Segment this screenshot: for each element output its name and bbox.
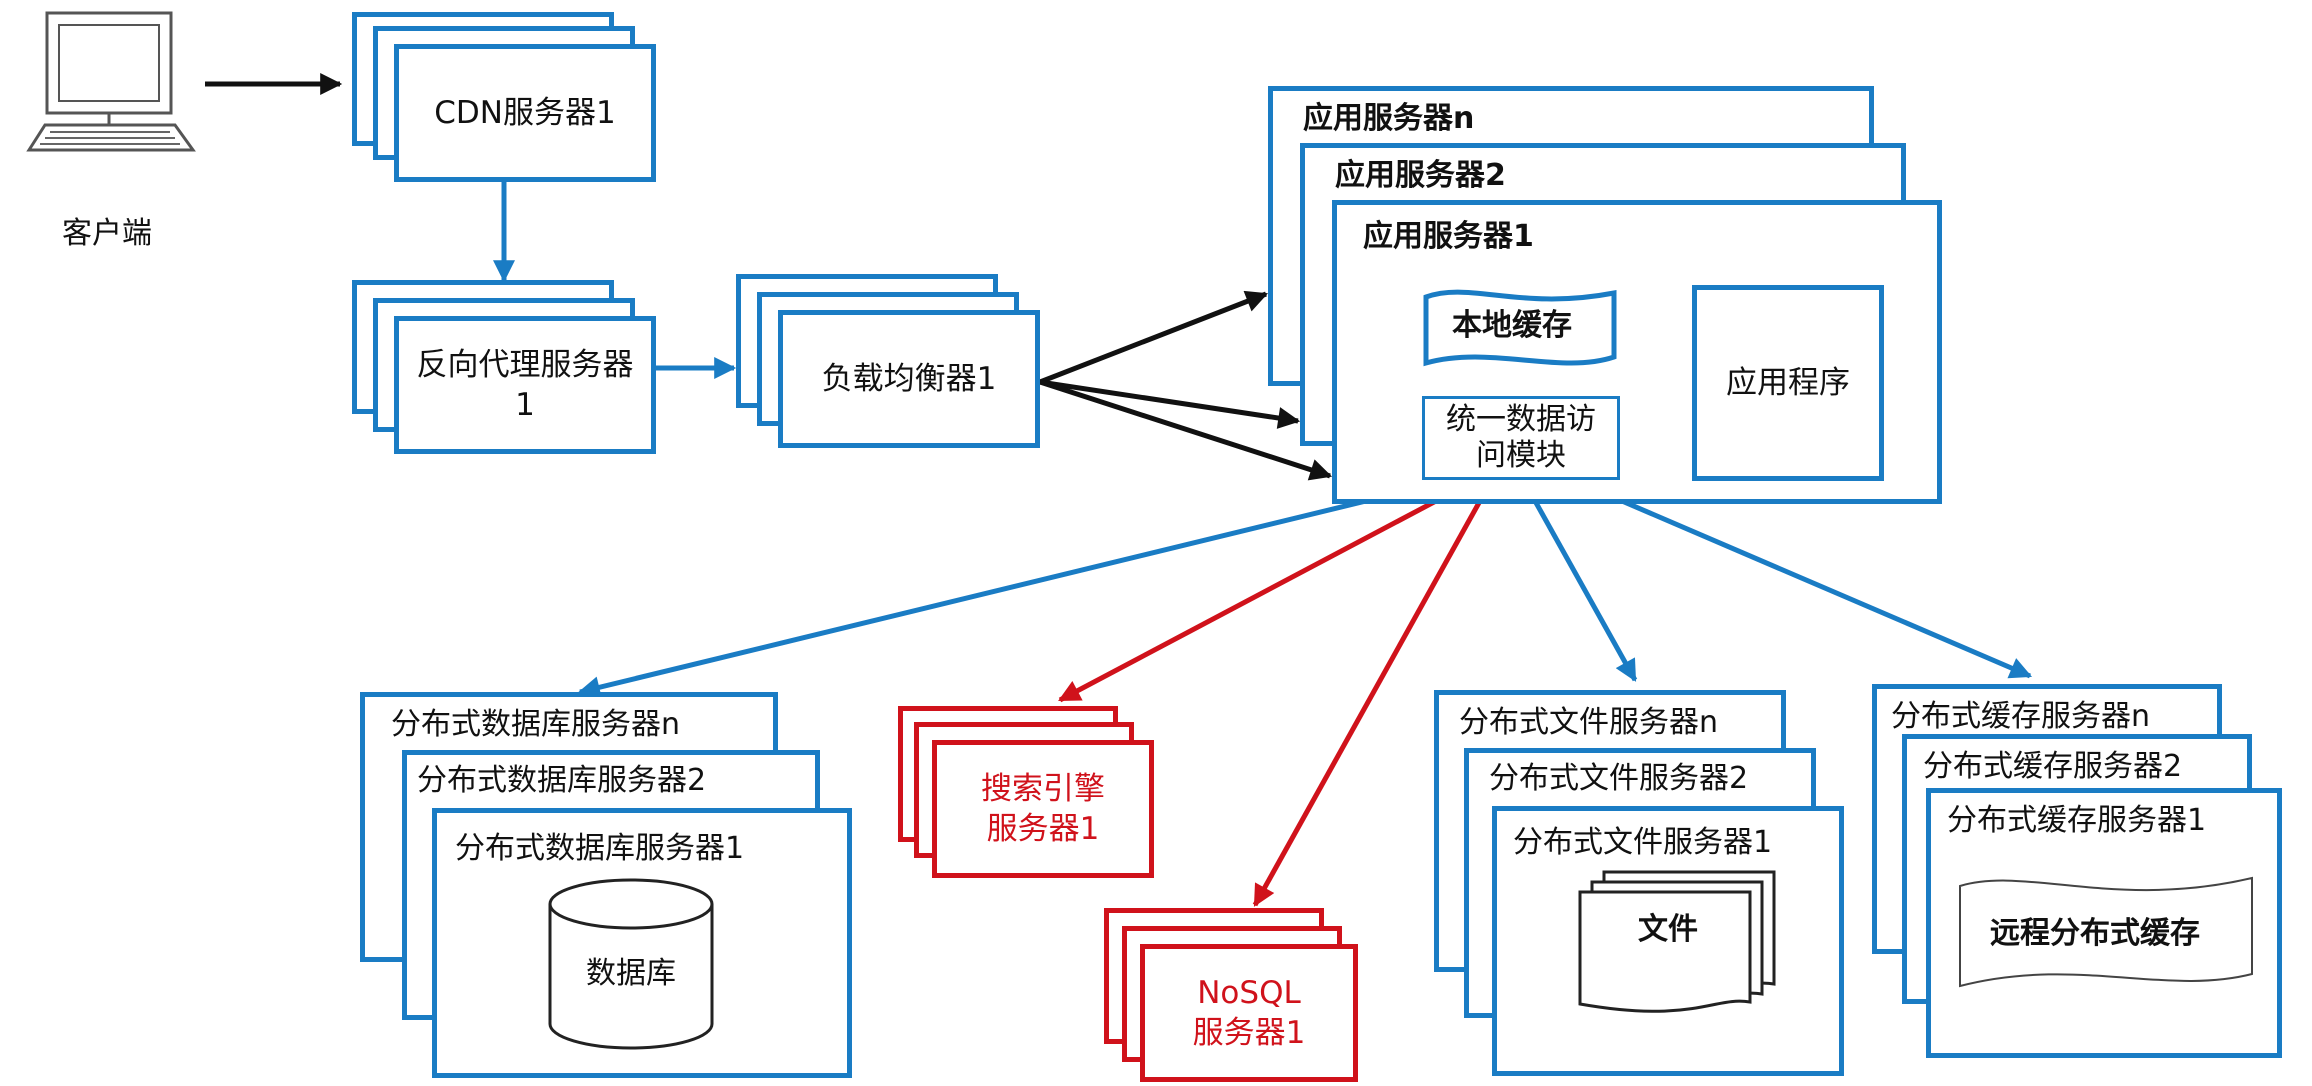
remote-cache-shape (1959, 876, 2253, 988)
arrow-lb-to-app-n (1039, 290, 1269, 385)
nosql-label-line1: NoSQL (1197, 975, 1301, 1011)
app-program-label: 应用程序 (1726, 365, 1850, 401)
lb-front: 负载均衡器1 (778, 310, 1040, 448)
local-cache-shape (1423, 289, 1617, 367)
multi-document-icon (1578, 870, 1776, 1013)
database-cylinder-icon (548, 878, 714, 1050)
remote-cache-label: 远程分布式缓存 (1990, 916, 2200, 951)
file-server-2-title: 分布式文件服务器2 (1489, 761, 1749, 796)
lb-label: 负载均衡器1 (821, 361, 997, 397)
arrow-lb-to-app-2 (1039, 379, 1301, 429)
cdn-server-front: CDN服务器1 (394, 44, 656, 182)
app-server-n-title: 应用服务器n (1303, 101, 1475, 136)
cache-server-2-title: 分布式缓存服务器2 (1923, 749, 2183, 784)
cache-server-1-title: 分布式缓存服务器1 (1947, 803, 2207, 838)
file-server-1-title: 分布式文件服务器1 (1513, 825, 1773, 860)
db-server-n-title: 分布式数据库服务器n (391, 707, 681, 742)
arrow-lb-to-app-1 (1039, 379, 1333, 481)
search-server-front: 搜索引擎 服务器1 (932, 740, 1154, 878)
db-server-1-title: 分布式数据库服务器1 (455, 831, 745, 866)
proxy-label-line2: 1 (515, 387, 535, 423)
database-label: 数据库 (586, 956, 676, 991)
data-access-line2: 问模块 (1476, 438, 1566, 473)
local-cache-label: 本地缓存 (1452, 308, 1572, 343)
arrow-to-nosql (1252, 481, 1493, 907)
app-server-1-title: 应用服务器1 (1363, 219, 1534, 254)
proxy-server-front: 反向代理服务器 1 (394, 316, 656, 454)
arrow-to-file-servers (1522, 481, 1638, 682)
nosql-label-line2: 服务器1 (1192, 1015, 1306, 1051)
app-program-box: 应用程序 (1692, 285, 1884, 481)
data-access-module: 统一数据访 问模块 (1422, 396, 1620, 480)
proxy-label-line1: 反向代理服务器 (416, 347, 634, 383)
arrow-to-search (1058, 480, 1472, 703)
arrow-to-cache-servers (1579, 480, 2033, 679)
app-server-2-title: 应用服务器2 (1335, 158, 1506, 193)
file-server-n-title: 分布式文件服务器n (1459, 705, 1719, 740)
nosql-server-front: NoSQL 服务器1 (1140, 944, 1358, 1082)
client-computer-icon (26, 11, 196, 152)
db-server-2-title: 分布式数据库服务器2 (417, 763, 707, 798)
data-access-line1: 统一数据访 (1446, 402, 1596, 437)
arrow-to-db-servers (577, 480, 1441, 699)
cache-server-n-title: 分布式缓存服务器n (1891, 699, 2151, 734)
search-label-line1: 搜索引擎 (981, 771, 1105, 807)
cdn-label: CDN服务器1 (434, 95, 616, 131)
client-label: 客户端 (62, 216, 152, 251)
file-label: 文件 (1638, 912, 1698, 947)
search-label-line2: 服务器1 (986, 811, 1100, 847)
